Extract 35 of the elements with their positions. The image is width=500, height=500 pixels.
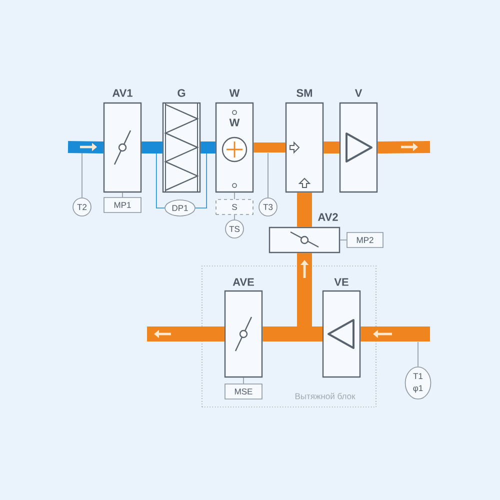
node-label: AV1 bbox=[112, 89, 132, 97]
node-label: G bbox=[178, 89, 186, 97]
leader-line bbox=[156, 153, 165, 208]
leader-line bbox=[195, 153, 207, 208]
damper-box: AV1 bbox=[103, 89, 142, 193]
duct-arrow bbox=[360, 326, 430, 342]
node-label: V bbox=[354, 89, 362, 97]
duct bbox=[297, 192, 312, 227]
node-label: AVE bbox=[232, 278, 254, 286]
node-label: W bbox=[229, 89, 240, 97]
duct bbox=[200, 142, 216, 154]
sensor-box: S bbox=[216, 199, 254, 215]
actuator-box: MP1 bbox=[104, 197, 142, 213]
leader-line bbox=[234, 214, 235, 220]
duct bbox=[142, 142, 162, 154]
leader-line bbox=[243, 377, 244, 384]
duct-arrow bbox=[378, 141, 430, 154]
duct bbox=[254, 142, 286, 152]
leader-line bbox=[122, 192, 123, 198]
node-label: VE bbox=[334, 278, 348, 286]
duct bbox=[324, 142, 340, 154]
heater-box: W W bbox=[215, 89, 254, 193]
fan-box: V bbox=[339, 89, 378, 193]
leader-line bbox=[234, 192, 235, 200]
node-label: SM bbox=[296, 89, 312, 97]
filter-box: G bbox=[162, 89, 201, 193]
mixing-box: SM bbox=[285, 89, 324, 193]
duct-arrow bbox=[147, 326, 224, 342]
actuator-box: MP2 bbox=[346, 232, 384, 248]
damper-box: AVE bbox=[224, 278, 263, 378]
duct-arrow bbox=[297, 253, 322, 342]
duct-arrow bbox=[68, 141, 104, 154]
fan-box: VE bbox=[322, 278, 361, 378]
node-label: AV2 bbox=[318, 213, 338, 221]
actuator-box: MSE bbox=[224, 384, 262, 400]
